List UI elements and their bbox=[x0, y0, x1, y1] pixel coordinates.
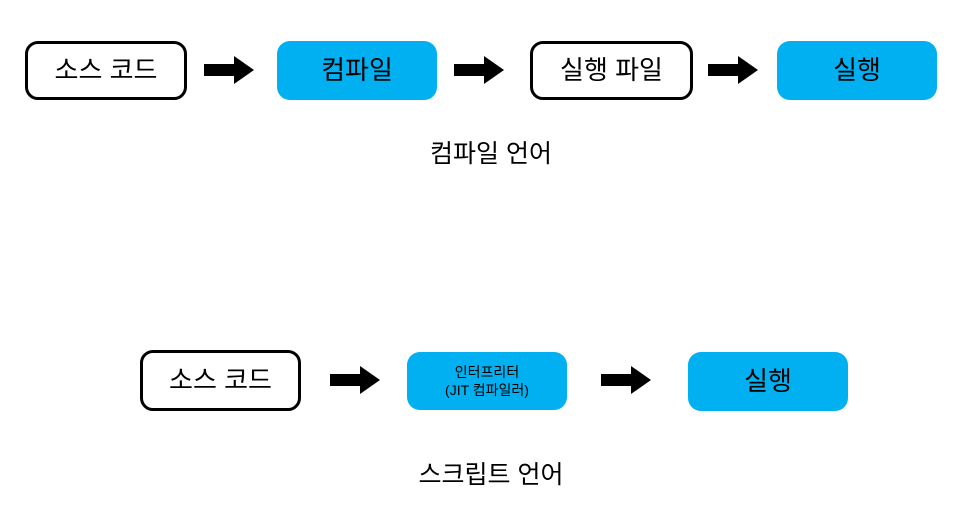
arrow-right-icon bbox=[708, 56, 758, 84]
node-label: 소스 코드 bbox=[169, 364, 272, 395]
node-executable-file: 실행 파일 bbox=[530, 41, 693, 100]
node-label: 실행 bbox=[833, 54, 881, 85]
node-run-compiled: 실행 bbox=[777, 41, 937, 100]
caption-script-language: 스크립트 언어 bbox=[418, 461, 564, 489]
node-run-script: 실행 bbox=[688, 352, 848, 411]
node-label: 인터프리터 bbox=[454, 363, 520, 380]
node-source-code-script: 소스 코드 bbox=[140, 350, 301, 411]
node-source-code-compiled: 소스 코드 bbox=[25, 41, 187, 100]
node-label: 소스 코드 bbox=[54, 54, 158, 85]
arrow-right-icon bbox=[330, 366, 380, 394]
arrow-right-icon bbox=[454, 56, 504, 84]
node-label: 실행 파일 bbox=[560, 54, 663, 85]
arrow-right-icon bbox=[204, 56, 254, 84]
arrow-right-icon bbox=[601, 366, 651, 394]
node-compile: 컴파일 bbox=[277, 41, 437, 100]
node-label: 실행 bbox=[744, 365, 792, 396]
node-sublabel: (JIT 컴파일러) bbox=[445, 382, 529, 398]
caption-compiled-language: 컴파일 언어 bbox=[430, 140, 552, 168]
node-label: 컴파일 bbox=[321, 54, 393, 85]
node-interpreter: 인터프리터 (JIT 컴파일러) bbox=[407, 352, 567, 410]
